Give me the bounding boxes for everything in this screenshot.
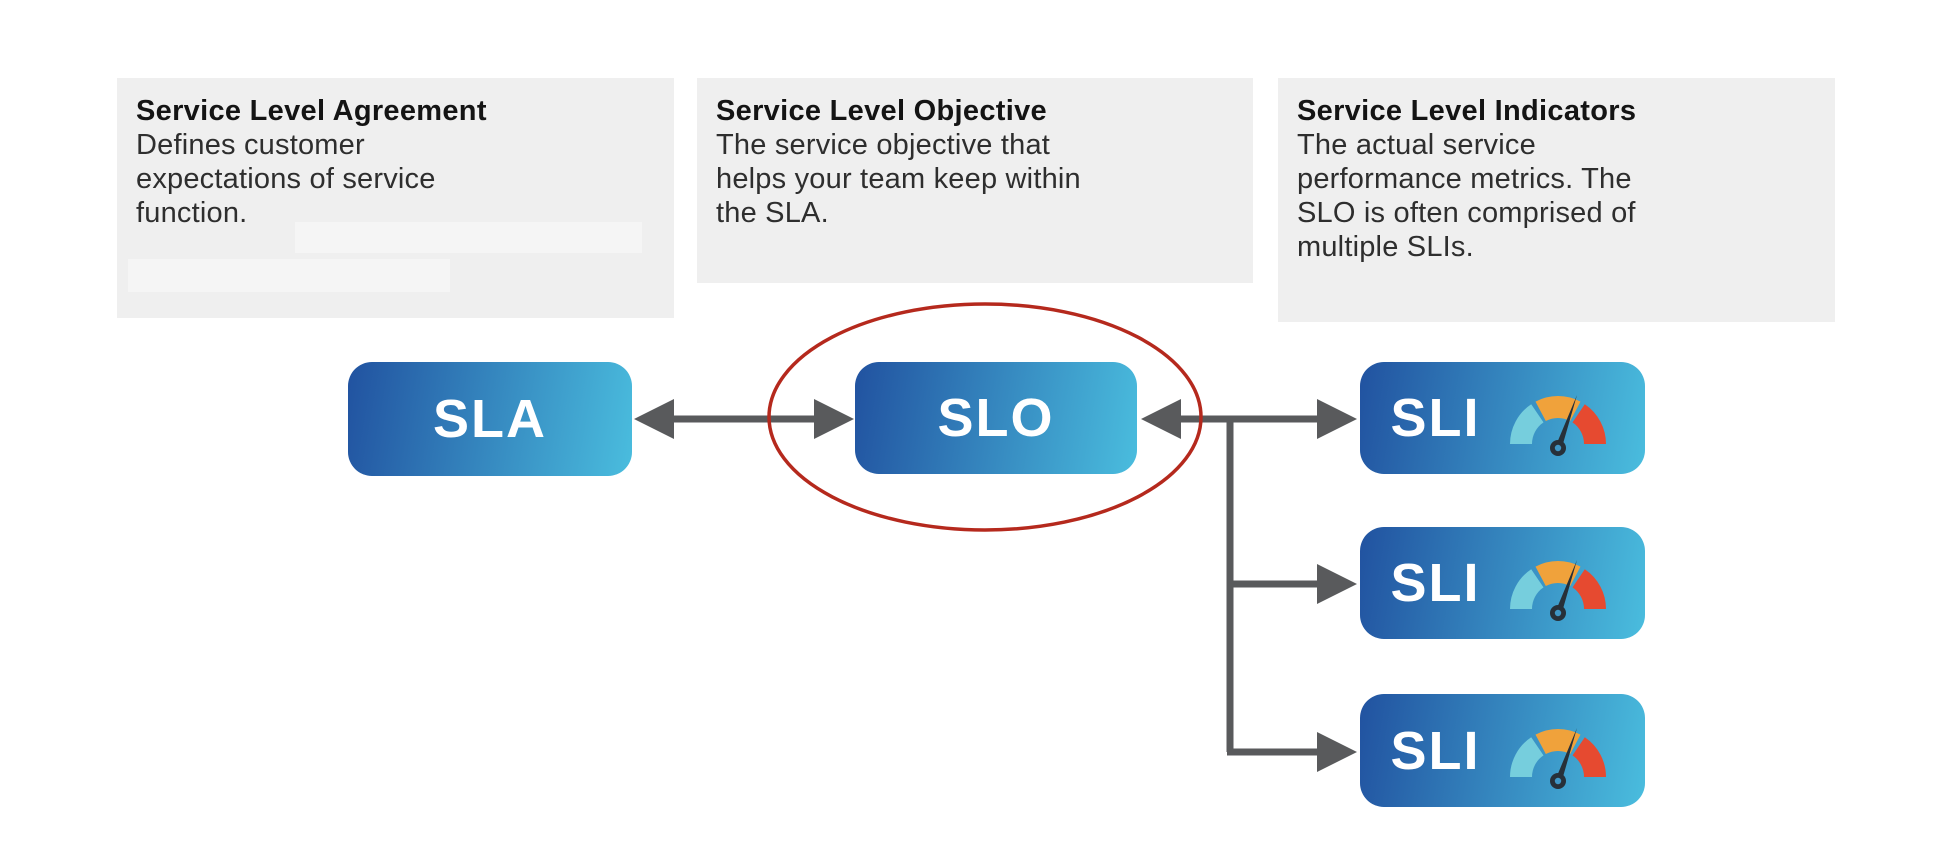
node-slo-label: SLO (937, 388, 1055, 448)
card-title: Service Level Agreement (136, 95, 487, 127)
node-sli-3: SLI (1360, 694, 1645, 807)
card-service-level-indicators: Service Level Indicators The actual serv… (1278, 78, 1835, 322)
card-service-level-agreement: Service Level Agreement Defines customer… (117, 78, 674, 318)
node-sli-label: SLI (1390, 553, 1481, 613)
node-sli-2: SLI (1360, 527, 1645, 639)
node-sla-label: SLA (433, 389, 547, 449)
gauge-icon (1509, 727, 1606, 789)
node-slo: SLO (855, 362, 1137, 474)
arrow-sla-slo (634, 399, 854, 439)
node-sli-label: SLI (1390, 388, 1481, 448)
arrow-branch-sli2 (1227, 564, 1357, 604)
redacted-text-block (295, 222, 642, 253)
card-title: Service Level Objective (716, 95, 1047, 127)
card-service-level-objective: Service Level Objective The service obje… (697, 78, 1253, 283)
node-sli-1: SLI (1360, 362, 1645, 474)
node-sla: SLA (348, 362, 632, 476)
redacted-text-block (128, 259, 450, 292)
arrow-branch-sli3 (1227, 732, 1357, 772)
gauge-icon (1509, 395, 1606, 456)
card-body: Defines customer expectations of service… (136, 129, 436, 229)
card-body: The actual service performance metrics. … (1297, 129, 1636, 263)
node-sli-label: SLI (1390, 720, 1481, 781)
gauge-icon (1509, 560, 1606, 621)
arrow-slo-sli1 (1141, 399, 1357, 439)
card-body: The service objective that helps your te… (716, 129, 1081, 229)
card-title: Service Level Indicators (1297, 95, 1637, 127)
